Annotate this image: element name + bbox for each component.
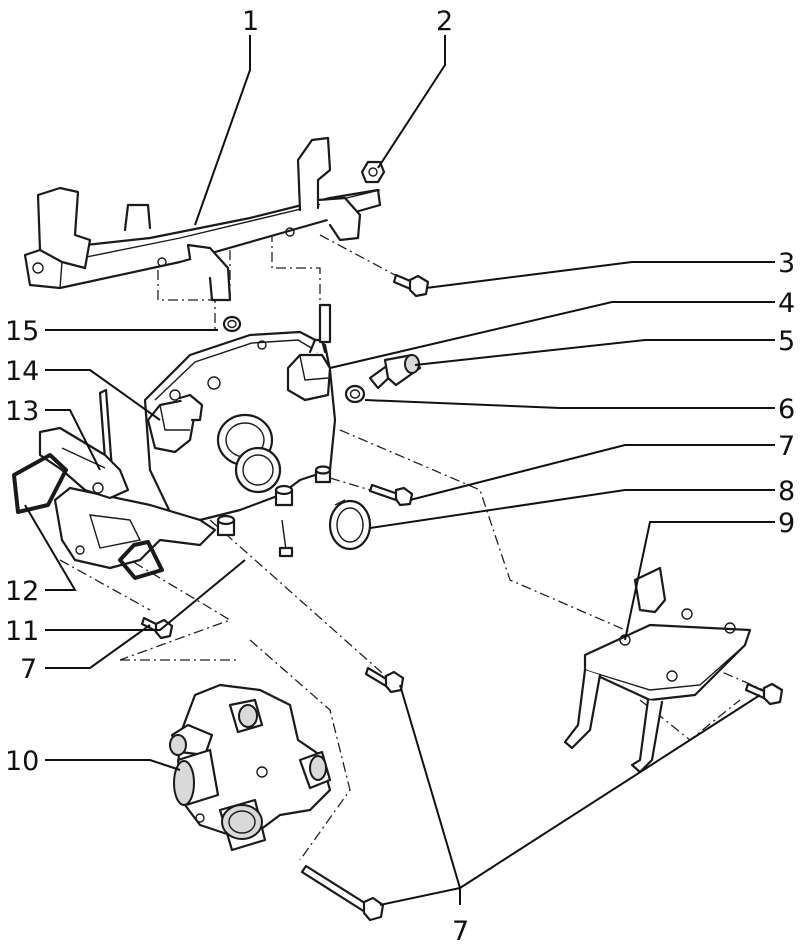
callout-13: 13 — [5, 396, 39, 427]
callout-11: 11 — [5, 616, 39, 647]
gasket-11 — [118, 540, 164, 580]
bolt-7-right — [744, 682, 784, 706]
callout-7-left: 7 — [20, 654, 37, 685]
callout-15: 15 — [5, 316, 39, 347]
callout-14: 14 — [5, 356, 39, 387]
mounting-bracket-9 — [563, 566, 752, 774]
bolt-7-center — [364, 666, 405, 694]
bolt-7-long — [300, 864, 385, 922]
callout-1: 1 — [242, 6, 259, 37]
callout-9: 9 — [778, 508, 795, 539]
seal-ring-6 — [344, 384, 366, 404]
callout-12: 12 — [5, 576, 39, 607]
callout-8: 8 — [778, 476, 795, 507]
upper-bracket — [23, 136, 382, 302]
bolt-3 — [392, 273, 430, 298]
callout-6: 6 — [778, 394, 795, 425]
bolt-7-upper — [368, 483, 414, 507]
gasket-12 — [12, 453, 68, 514]
flange-seal-8 — [328, 499, 372, 551]
leader-lines — [24, 35, 775, 906]
callout-10: 10 — [5, 746, 39, 777]
callout-5: 5 — [778, 326, 795, 357]
thermostat-housing-10 — [169, 683, 332, 852]
double-ring-outlet — [216, 413, 282, 494]
sensor-14 — [146, 393, 204, 454]
callout-7-right: 7 — [778, 431, 795, 462]
o-ring-15 — [222, 315, 242, 333]
sensor-4 — [286, 303, 332, 402]
callout-4: 4 — [778, 288, 795, 319]
callout-7-bottom: 7 — [452, 916, 469, 947]
stud-bracket-13 — [38, 388, 130, 500]
callout-2: 2 — [436, 6, 453, 37]
callout-labels: 1 2 3 4 5 6 7 8 9 15 14 13 12 11 7 10 7 — [5, 6, 795, 947]
callout-3: 3 — [778, 248, 795, 279]
sender-5 — [368, 353, 422, 390]
